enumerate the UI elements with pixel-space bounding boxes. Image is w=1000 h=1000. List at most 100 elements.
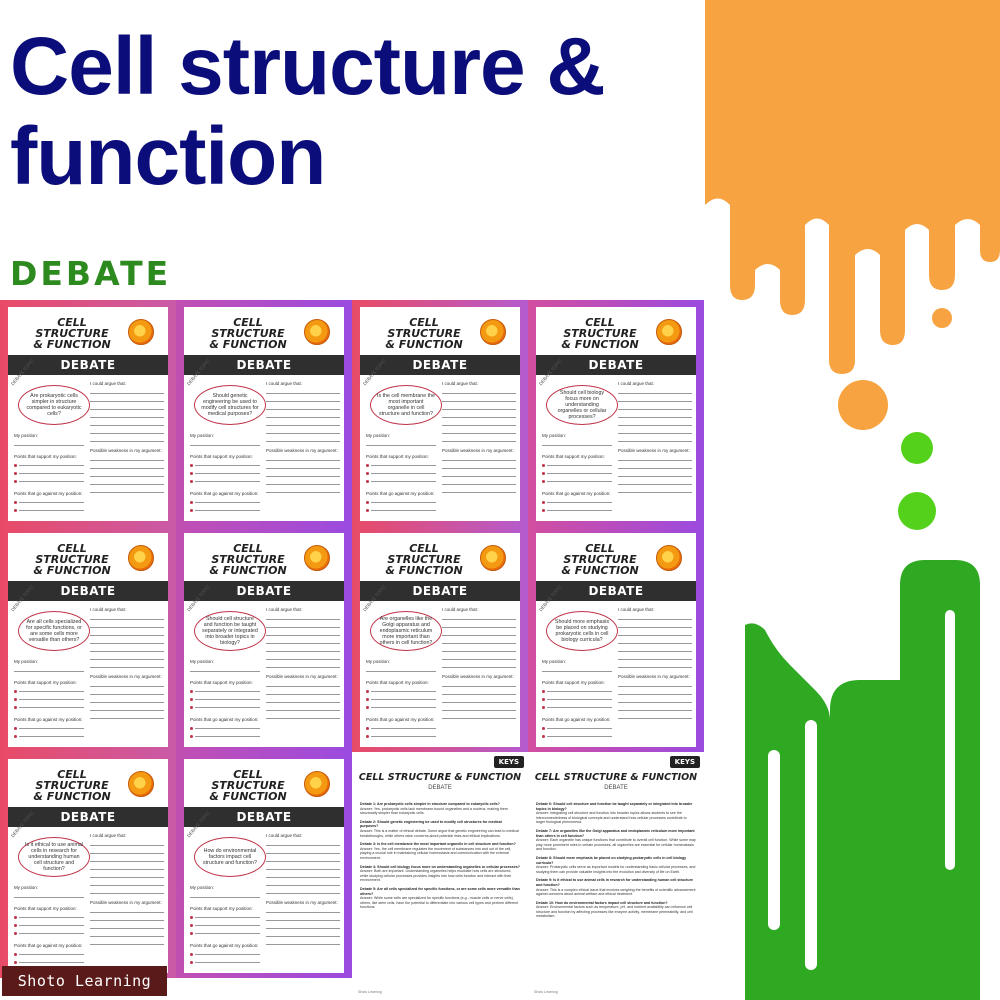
write-line [266,710,340,711]
write-line [195,699,260,700]
write-line [442,619,516,620]
key-question: Debate 10: How do environmental factors … [536,900,668,905]
bullet-line [190,480,260,483]
worksheet-title-line-2: & FUNCTION [33,790,111,803]
write-line [266,484,340,485]
write-line [266,928,340,929]
write-line [442,651,516,652]
position-label: My position: [366,659,391,664]
keys-badge: KEYS [669,756,700,768]
write-line [547,699,612,700]
weakness-label: Possible weakness in my argument: [90,674,162,679]
bullet-line [190,961,260,964]
write-line [618,441,692,442]
write-line [19,728,84,729]
bullet-line [14,953,84,956]
write-line [442,686,516,687]
position-label: My position: [190,433,215,438]
bullet-line [366,690,436,693]
bullet-line [14,706,84,709]
write-line [366,671,436,672]
bullet-line [14,735,84,738]
key-answer: Answer: Yes, prokaryotic cells lack memb… [360,806,508,816]
write-line [442,627,516,628]
page-title: Cell structure & function [10,22,606,202]
worksheet-body: DEBATE TOPIC Should genetic engineering … [184,358,344,521]
argue-label: I could argue that: [90,833,127,838]
debate-banner: DEBATE [360,581,520,601]
worksheet-page: CELL STRUCTURE & FUNCTION DEBATE DEBATE … [184,307,344,521]
position-label: My position: [366,433,391,438]
keys-badge: KEYS [493,756,524,768]
key-answer: Answer: Integrating cell structure and f… [536,811,687,825]
write-line [618,643,692,644]
argument-column: I could argue that: Possible weakness in… [90,607,164,747]
against-label: Points that go against my position: [14,943,83,948]
key-question: Debate 6: Should cell structure and func… [536,802,693,811]
debate-worksheet: CELL STRUCTURE & FUNCTION DEBATE DEBATE … [352,300,528,526]
write-line [266,861,340,862]
key-entry: Debate 4: Should cell biology focus more… [360,865,520,883]
key-answer: Answer: Prokaryotic cells serve as impor… [536,865,696,874]
write-line [371,736,436,737]
bullet-dot [190,690,193,693]
worksheet-title: CELL STRUCTURE & FUNCTION [198,769,298,802]
cell-icon [304,545,330,571]
write-line [266,893,340,894]
worksheet-page: CELL STRUCTURE & FUNCTION DEBATE DEBATE … [184,533,344,747]
position-label: My position: [542,659,567,664]
bullet-line [14,698,84,701]
worksheet-header: CELL STRUCTURE & FUNCTION [184,759,344,807]
worksheet-title-line-2: & FUNCTION [385,564,463,577]
bullet-dot [366,727,369,730]
cell-icon [304,771,330,797]
write-line [371,707,436,708]
write-line [90,877,164,878]
write-line [90,409,164,410]
debate-worksheet: CELL STRUCTURE & FUNCTION DEBATE DEBATE … [0,300,176,526]
write-line [371,473,436,474]
worksheet-title-line-2: & FUNCTION [33,338,111,351]
bullet-line [14,924,84,927]
against-label: Points that go against my position: [190,717,259,722]
support-label: Points that support my position: [14,454,77,459]
write-line [195,473,260,474]
bullet-dot [14,690,17,693]
write-line [90,869,164,870]
bullet-dot [366,472,369,475]
write-line [618,476,692,477]
debate-banner: DEBATE [184,355,344,375]
debate-topic-bubble: Should more emphasis be placed on studyi… [546,611,618,651]
bullet-line [190,509,260,512]
debate-topic-bubble: How do environmental factors impact cell… [194,837,266,877]
write-line [442,468,516,469]
write-line [266,718,340,719]
key-entry: Debate 5: Are all cells specialized for … [360,887,520,910]
write-line [90,710,164,711]
green-drip-shape [745,560,980,1000]
write-line [442,476,516,477]
write-line [90,702,164,703]
worksheet-header: CELL STRUCTURE & FUNCTION [536,307,696,355]
write-line [618,393,692,394]
write-line [195,510,260,511]
answer-key-page-2: KEYS CELL STRUCTURE & FUNCTION DEBATE De… [528,752,704,996]
bullet-dot [14,464,17,467]
bullet-dot [542,706,545,709]
write-line [618,686,692,687]
bullet-line [190,690,260,693]
write-line [19,962,84,963]
write-line [442,659,516,660]
write-line [90,643,164,644]
bullet-dot [542,480,545,483]
write-line [19,465,84,466]
worksheet-title-line-1: CELL STRUCTURE [35,768,109,792]
write-line [90,718,164,719]
debate-topic-bubble: Are prokaryotic cells simpler in structu… [18,385,90,425]
bullet-dot [190,706,193,709]
worksheet-body: DEBATE TOPIC Is it ethical to use animal… [8,810,168,973]
key-footer: Shoto Learning [534,990,558,994]
green-gap-right [945,610,955,870]
worksheet-body: DEBATE TOPIC Are prokaryotic cells simpl… [8,358,168,521]
write-line [266,619,340,620]
